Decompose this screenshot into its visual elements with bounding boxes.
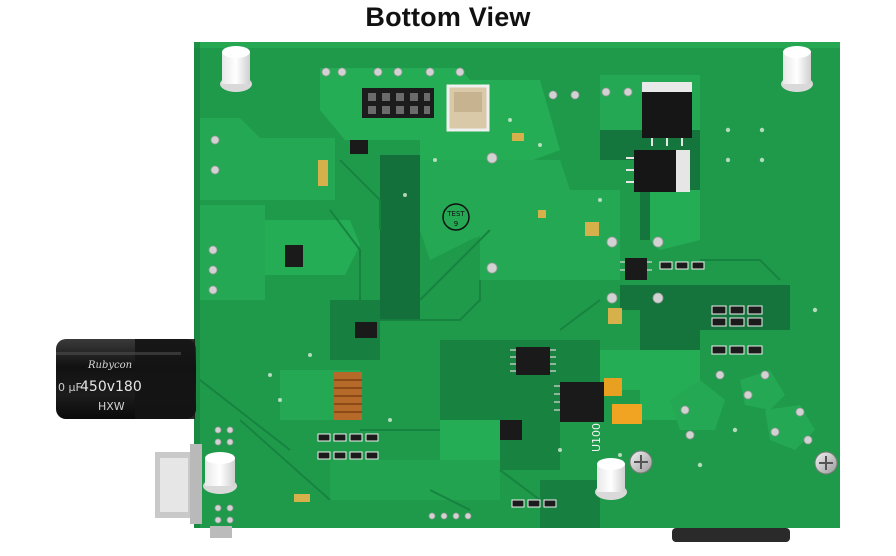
resistor-array bbox=[317, 261, 763, 508]
terminal-connector bbox=[155, 444, 232, 538]
capacitor-partial-label: 0 μF bbox=[58, 381, 82, 394]
electrolytic-capacitor: Rubycon 450v180 0 μF HXW bbox=[56, 339, 196, 419]
screw-bottom-center bbox=[629, 450, 653, 474]
inductor bbox=[334, 372, 362, 420]
solder-pads bbox=[208, 67, 813, 524]
test-point-9: TEST 9 bbox=[442, 203, 470, 231]
test-point-label: TEST bbox=[446, 210, 465, 218]
ground-plane-dark bbox=[380, 155, 420, 320]
pcb-traces bbox=[199, 159, 781, 511]
tantalum-capacitor bbox=[612, 404, 642, 424]
screw-bottom-right bbox=[814, 451, 838, 475]
standoff-bottom-left bbox=[203, 452, 237, 494]
mosfet-1 bbox=[642, 82, 692, 146]
capacitor-rating: 450v180 bbox=[80, 379, 142, 395]
mosfet-2 bbox=[626, 150, 690, 192]
capacitor-series: HXW bbox=[98, 400, 125, 413]
capacitor-brand: Rubycon bbox=[87, 360, 132, 371]
relay-component bbox=[446, 84, 490, 132]
standoff-bottom-mid bbox=[595, 458, 627, 500]
ic-designator-u100: U100 bbox=[590, 423, 603, 452]
enclosure-strip bbox=[672, 528, 790, 542]
vias bbox=[268, 118, 818, 468]
test-point-number: 9 bbox=[454, 220, 458, 228]
smd-ics bbox=[285, 140, 647, 440]
standoff-top-right bbox=[781, 46, 813, 92]
standoff-top-left bbox=[220, 46, 252, 92]
page-title: Bottom View bbox=[365, 2, 531, 32]
pin-header bbox=[362, 88, 434, 118]
